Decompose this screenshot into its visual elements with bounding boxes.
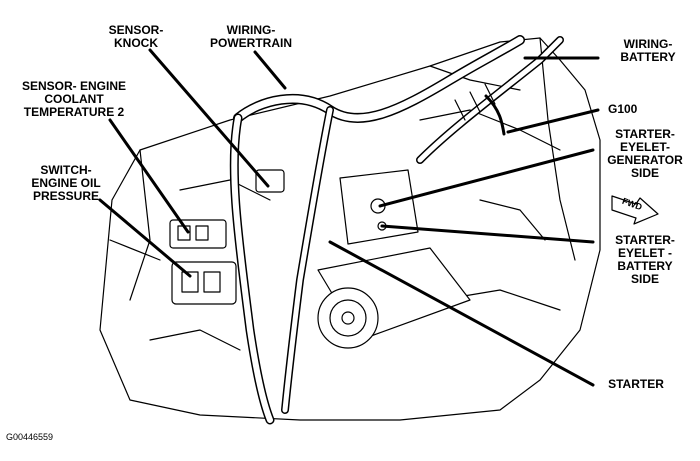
label-sensor-coolant: SENSOR- ENGINE COOLANT TEMPERATURE 2 bbox=[21, 79, 126, 119]
label-sensor-knock: SENSOR- KNOCK bbox=[108, 23, 164, 50]
label-starter: STARTER bbox=[608, 377, 664, 391]
leader-starter bbox=[328, 240, 595, 387]
label-g100: G100 bbox=[608, 102, 638, 116]
leader-g100 bbox=[506, 108, 600, 134]
figure-code: G00446559 bbox=[6, 432, 54, 442]
leader-sensor-coolant bbox=[108, 118, 190, 234]
leader-sensor-knock bbox=[148, 48, 270, 188]
knock-sensor-connector bbox=[255, 169, 285, 193]
leader-starter-eyelet-generator bbox=[378, 148, 595, 208]
fwd-arrow-shape bbox=[611, 195, 659, 225]
leader-starter-eyelet-battery bbox=[380, 224, 595, 244]
engine-block-outline bbox=[99, 37, 601, 421]
ground-strap bbox=[484, 94, 506, 136]
leader-wiring-powertrain bbox=[253, 50, 287, 90]
label-starter-eyelet-generator: STARTER- EYELET- GENERATOR SIDE bbox=[607, 127, 683, 180]
leader-switch-oil bbox=[98, 198, 192, 278]
label-wiring-battery: WIRING- BATTERY bbox=[620, 37, 676, 64]
label-switch-oil: SWITCH- ENGINE OIL PRESSURE bbox=[31, 163, 101, 203]
label-wiring-powertrain: WIRING- POWERTRAIN bbox=[210, 23, 292, 50]
starter-end-cap bbox=[317, 287, 379, 349]
label-starter-eyelet-battery: STARTER- EYELET - BATTERY SIDE bbox=[615, 233, 675, 286]
